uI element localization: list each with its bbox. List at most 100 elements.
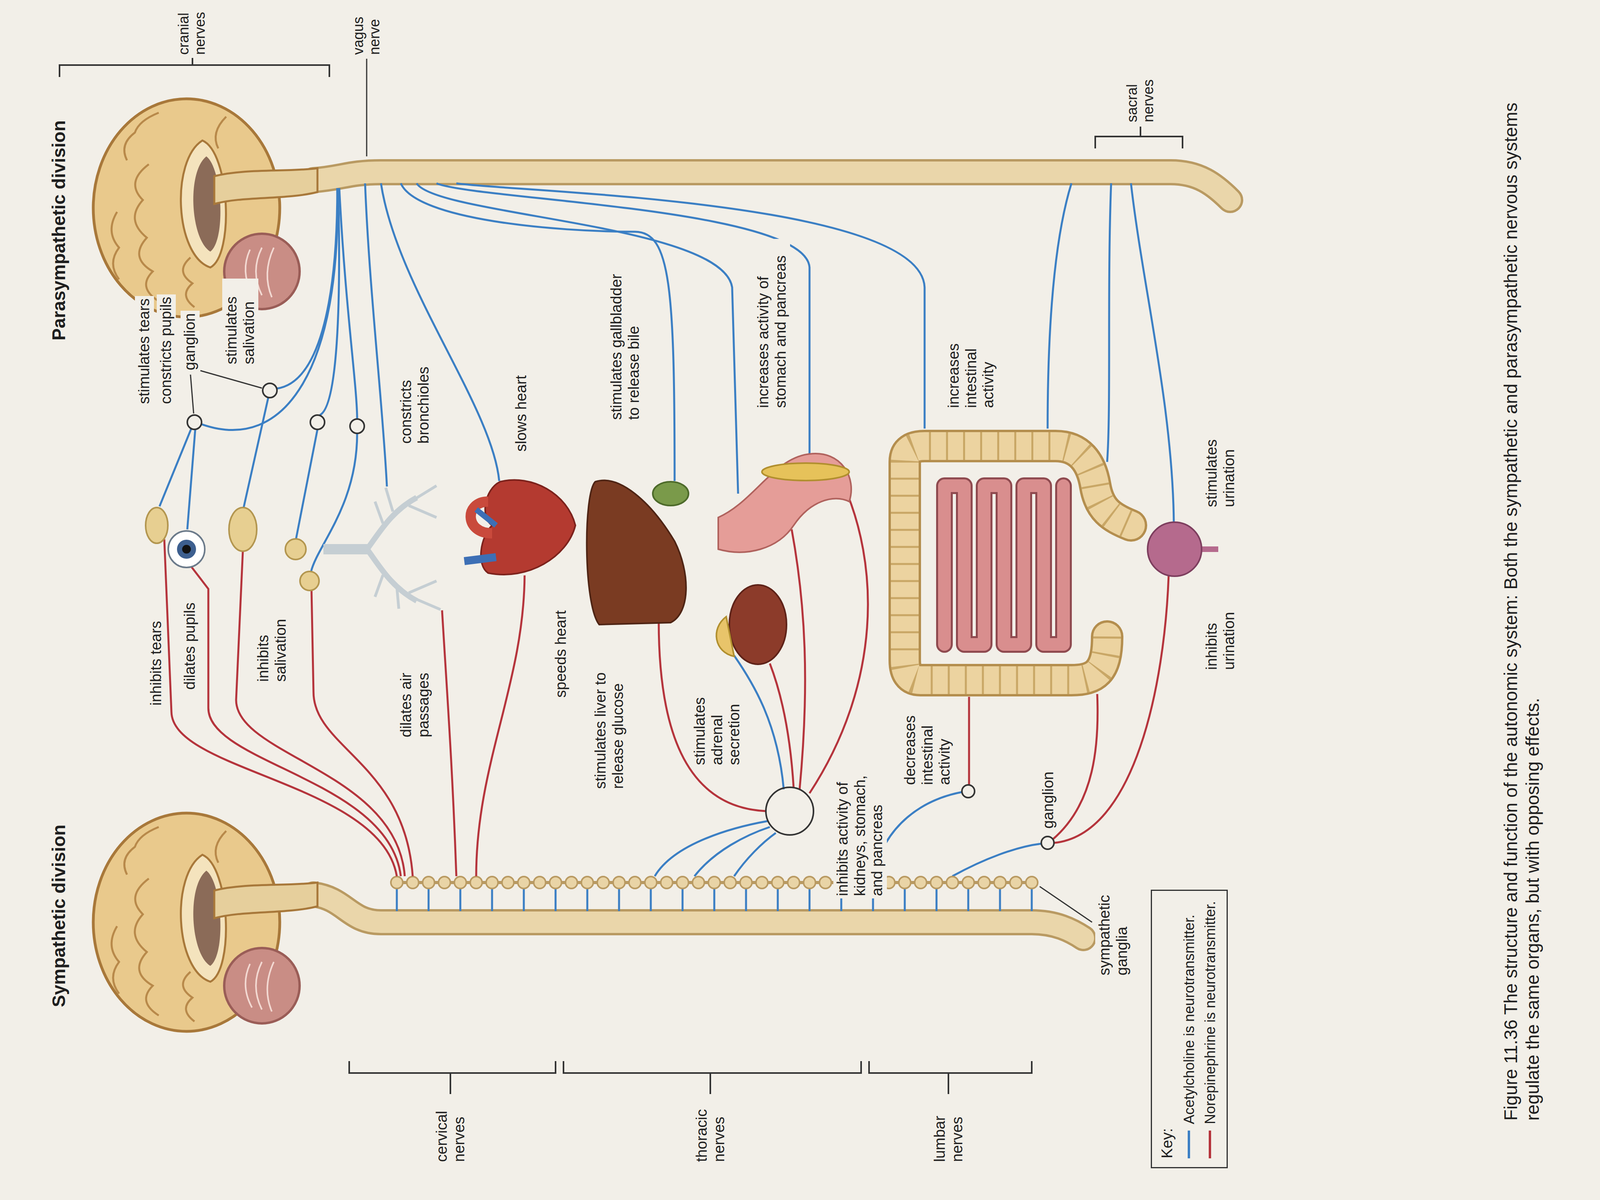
parasympathetic-fibers-part <box>400 183 675 481</box>
legend-heading: Key: <box>1158 901 1177 1159</box>
sympathetic-chain-part-part <box>390 876 403 889</box>
brain-drawing-part <box>93 813 318 1032</box>
sympathetic-postganglionic-fibers-part <box>1052 694 1098 840</box>
sympathetic-postganglionic-fibers-part <box>809 479 868 794</box>
parasympathetic-fibers-part <box>159 428 192 507</box>
organ-drawings-part <box>182 544 191 554</box>
effect-label: increases intestinal activity <box>944 326 999 411</box>
organ-drawings-part <box>904 446 1131 681</box>
organ-drawings <box>145 446 1219 681</box>
nerve-group-label: cervical nerves <box>432 1094 469 1165</box>
sympathetic-chain-part-part <box>422 876 435 889</box>
brain-drawing <box>93 98 318 1032</box>
sympathetic-chain-part-part <box>597 876 610 889</box>
nerve-group-label: thoracic nerves <box>692 1094 729 1165</box>
ganglia-label: sympathetic ganglia <box>1095 881 1132 978</box>
organ-drawings-part <box>716 616 735 657</box>
sympathetic-chain-part-part <box>533 876 546 889</box>
organ-drawings-part <box>1201 546 1219 552</box>
sympathetic-chain <box>390 876 1038 889</box>
organ-drawings-part <box>300 571 320 591</box>
effect-label: constricts bronchioles <box>396 346 433 447</box>
sympathetic-chain-part-part <box>962 876 975 889</box>
effect-label: inhibits tears <box>146 618 166 708</box>
leader-lines <box>190 58 1093 923</box>
sympathetic-preganglionic-fibers-part <box>694 826 770 877</box>
organ-drawings-part <box>464 557 497 562</box>
sympathetic-chain-part-part <box>501 876 514 889</box>
organ-drawings-part <box>652 481 689 506</box>
sympathetic-chain-part <box>390 876 1038 889</box>
ganglion-circles-part <box>310 415 325 430</box>
organ-drawings-part <box>176 539 197 559</box>
ganglion-label: ganglion <box>180 310 200 373</box>
sympathetic-chain-part-part <box>898 876 911 889</box>
ganglion-circles-part <box>1041 836 1054 850</box>
organ-drawings-part <box>323 544 370 555</box>
sympathetic-chain-part-part <box>660 876 673 889</box>
organ-drawings-part <box>904 446 1131 681</box>
leader-lines-part <box>1039 886 1093 923</box>
parasympathetic-fibers-part <box>1047 183 1072 429</box>
sympathetic-chain-part-part <box>549 876 562 889</box>
parasympathetic-fibers-part <box>243 397 269 508</box>
sympathetic-preganglionic-fibers-part <box>952 843 1042 877</box>
effect-label: speeds heart <box>551 607 571 700</box>
organ-drawings-part <box>168 530 205 568</box>
legend-row: Norepinephrine is neurotransmitter. <box>1201 901 1219 1159</box>
sympathetic-chain-part-part <box>946 876 959 889</box>
effect-label: slows heart <box>511 373 531 454</box>
sympathetic-chain-part-part <box>438 876 451 889</box>
legend-swatch <box>1187 1130 1191 1159</box>
effect-label: stimulates salivation <box>222 278 259 367</box>
legend-row: Acetylcholine is neurotransmitter. <box>1180 901 1198 1159</box>
sympathetic-preganglionic-fibers-part <box>396 888 1032 912</box>
nerve-brackets-part <box>349 1061 556 1097</box>
legend-text: Acetylcholine is neurotransmitter. <box>1180 914 1198 1125</box>
organ-drawings-part <box>285 538 306 560</box>
sympathetic-postganglionic-fibers-part <box>769 663 794 789</box>
nerve-label: vagus nerve <box>349 6 384 58</box>
effect-label: inhibits activity of kidneys, stomach, a… <box>833 754 887 899</box>
sympathetic-postganglionic-fibers-part <box>236 550 405 877</box>
parasympathetic-fibers-part <box>436 183 810 462</box>
effect-label: stimulates urination <box>1202 421 1239 510</box>
sympathetic-chain-part-part <box>914 876 927 889</box>
sympathetic-preganglionic-fibers-part <box>734 832 776 877</box>
sympathetic-chain-part-part <box>740 876 752 889</box>
sympathetic-chain-part-part <box>644 876 657 889</box>
sympathetic-postganglionic-fibers-part <box>476 575 525 877</box>
parasympathetic-fibers-part <box>1107 183 1112 462</box>
sympathetic-chain-part-part <box>613 876 625 889</box>
parasympathetic-fibers-part <box>1130 183 1174 523</box>
sympathetic-chain-part-part <box>771 876 784 889</box>
nerve-brackets-part <box>59 57 330 77</box>
sympathetic-chain-part-part <box>787 876 800 889</box>
organ-drawings-part <box>729 584 787 665</box>
nerve-group-label: cranial nerves <box>174 6 210 58</box>
sympathetic-chain-part-part <box>1009 876 1022 889</box>
parasympathetic-fibers-part <box>380 183 500 481</box>
nerve-brackets-part <box>869 1061 1032 1097</box>
effect-label: inhibits urination <box>1202 588 1239 673</box>
sympathetic-chain-part-part <box>628 876 641 889</box>
organ-drawings-part <box>761 463 850 481</box>
sympathetic-chain-part-part <box>517 876 530 889</box>
parasympathetic-fibers-part <box>339 188 358 420</box>
organ-drawings-part <box>904 446 1131 681</box>
legend-swatch <box>1208 1130 1212 1159</box>
effect-label: dilates air passages <box>396 647 433 740</box>
organ-drawings-part <box>1147 522 1202 577</box>
effect-label: decreases intestinal activity <box>900 703 955 788</box>
effect-label: constricts pupils <box>156 294 176 407</box>
leader-lines-part <box>200 370 262 389</box>
leader-lines-part <box>366 58 368 157</box>
nerve-brackets <box>59 57 1183 1097</box>
sympathetic-chain-part-part <box>676 876 689 889</box>
sympathetic-chain-part-part <box>978 876 991 889</box>
figure-caption: Figure 11.36 The structure and function … <box>1500 80 1544 1121</box>
effect-label: stimulates gallbladder to release bile <box>607 262 644 423</box>
sympathetic-chain-part-part <box>819 876 832 889</box>
sympathetic-postganglionic-fibers-part <box>164 539 397 877</box>
